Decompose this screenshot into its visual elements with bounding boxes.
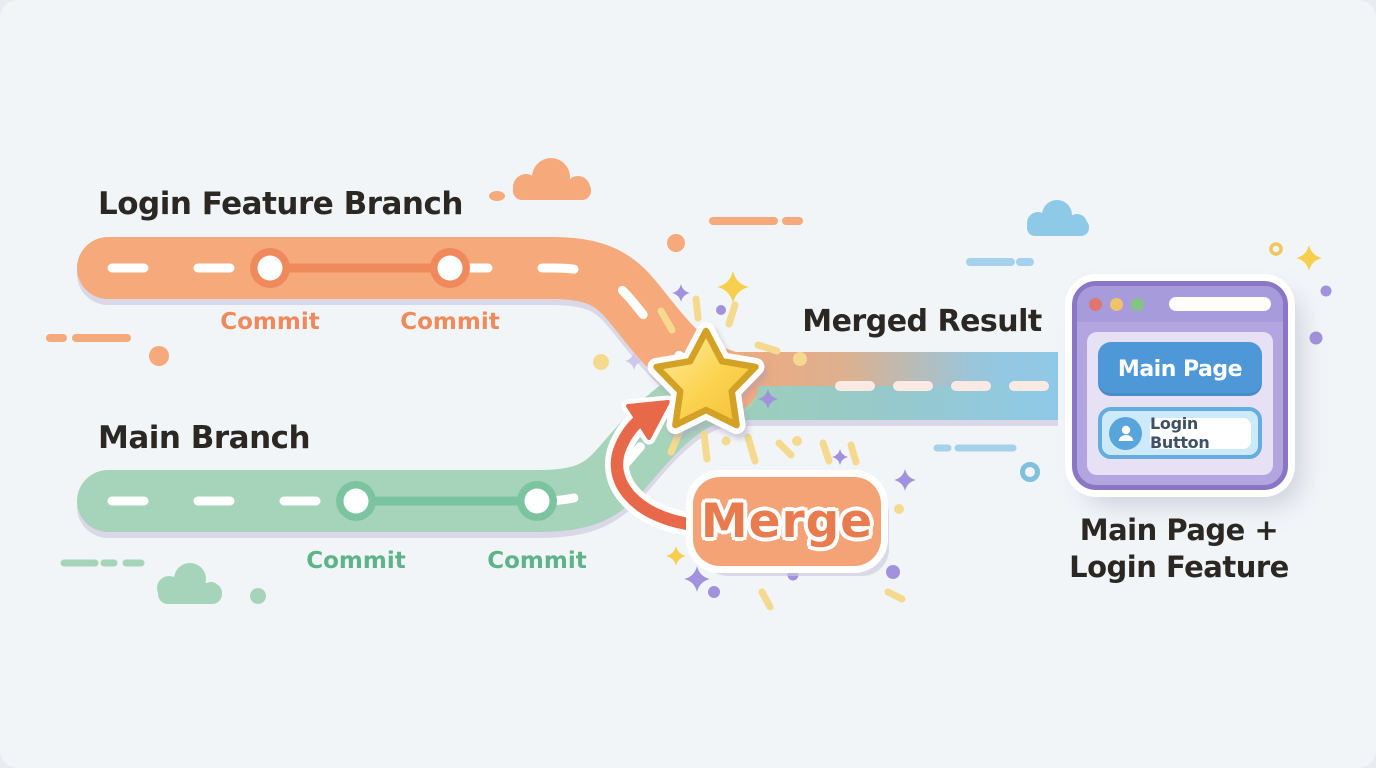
star-icon <box>647 322 765 435</box>
main-page-button: Main Page <box>1098 342 1262 396</box>
merge-arrow-icon <box>605 395 700 536</box>
browser-window: Main Page Login Button <box>1072 281 1288 490</box>
main-branch-commits <box>336 481 557 521</box>
decor-dashes <box>46 217 1034 567</box>
cloud-icon <box>1027 200 1089 236</box>
commit-label: Commit <box>400 309 500 335</box>
window-control-dot-yellow <box>1110 297 1123 311</box>
confetti-dots <box>149 234 1332 604</box>
login-button-label: Login Button <box>1150 414 1251 452</box>
result-caption: Main Page + Login Feature <box>1048 512 1310 586</box>
address-bar <box>1169 297 1271 311</box>
merged-result-title: Merged Result <box>802 304 1042 339</box>
login-button: Login Button <box>1098 407 1262 459</box>
cloud-icon <box>157 563 222 604</box>
commit-label: Commit <box>306 548 406 574</box>
result-caption-line1: Main Page + <box>1079 513 1279 547</box>
main-branch-title: Main Branch <box>98 420 311 456</box>
window-control-dot-green <box>1131 297 1144 311</box>
window-control-dot-red <box>1089 297 1102 311</box>
result-caption-line2: Login Feature <box>1069 550 1289 584</box>
merge-badge: Merge <box>693 477 881 566</box>
feature-branch-title: Login Feature Branch <box>98 186 463 222</box>
user-icon <box>1109 416 1142 450</box>
commit-label: Commit <box>220 309 320 335</box>
browser-content: Main Page Login Button <box>1087 332 1273 475</box>
sparkle-rays <box>657 295 906 611</box>
merge-badge-label: Merge <box>700 494 874 549</box>
feature-branch-commits <box>250 248 470 288</box>
browser-titlebar <box>1077 286 1283 322</box>
commit-label: Commit <box>487 548 587 574</box>
cloud-icon <box>489 158 591 201</box>
